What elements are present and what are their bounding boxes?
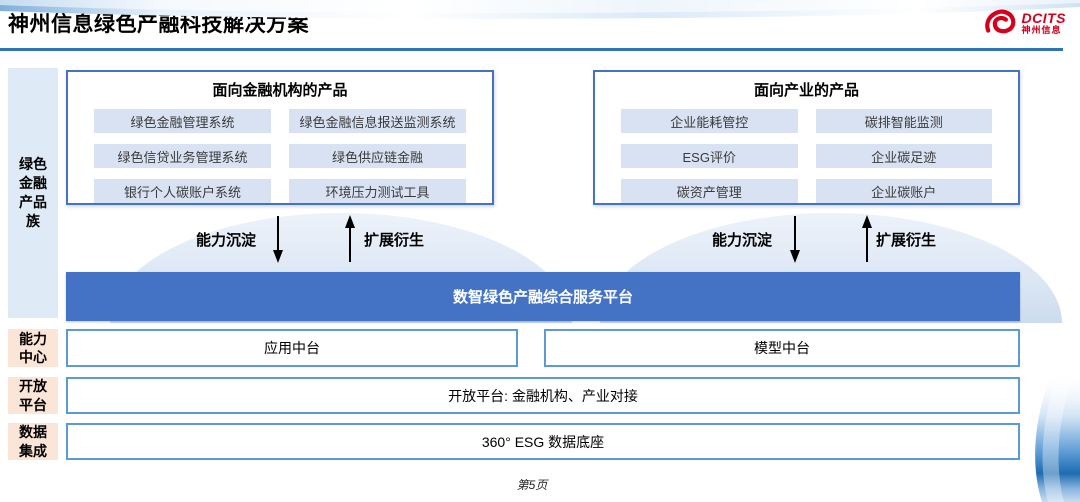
dcits-swirl-icon xyxy=(984,9,1015,34)
product-item: ESG评价 xyxy=(621,144,798,168)
product-item: 绿色信贷业务管理系统 xyxy=(94,144,271,168)
up-arrow-icon xyxy=(862,215,872,262)
down-arrow-icon xyxy=(273,216,283,263)
open-platform-box: 开放平台: 金融机构、产业对接 xyxy=(66,377,1020,414)
capability-center-label: 能力 中心 xyxy=(8,329,58,367)
product-item: 绿色金融管理系统 xyxy=(94,109,271,133)
product-item: 绿色金融信息报送监测系统 xyxy=(289,109,466,133)
product-item: 银行个人碳账户系统 xyxy=(94,179,271,203)
finance-product-grid: 绿色金融管理系统 绿色金融信息报送监测系统 绿色信贷业务管理系统 绿色供应链金融… xyxy=(68,100,492,203)
product-item: 绿色供应链金融 xyxy=(289,144,466,168)
capability-settle-label: 能力沉淀 xyxy=(196,232,257,249)
open-platform-label: 开放 平台 xyxy=(8,377,58,414)
product-family-strip: 绿色 金融 产品 族 xyxy=(8,68,58,318)
product-item: 企业能耗管控 xyxy=(621,109,798,133)
product-item: 碳资产管理 xyxy=(621,179,798,203)
model-middle-platform-box: 模型中台 xyxy=(544,329,1020,367)
product-item: 企业碳账户 xyxy=(815,179,992,203)
app-middle-platform-box: 应用中台 xyxy=(66,329,518,367)
capability-settle-label: 能力沉淀 xyxy=(712,232,773,249)
dcits-logo: DCITS 神州信息 xyxy=(983,7,1067,39)
expansion-derive-label: 扩展衍生 xyxy=(876,232,937,249)
logo-brand-cn-text: 神州信息 xyxy=(1021,24,1062,35)
finance-panel-title: 面向金融机构的产品 xyxy=(212,82,348,99)
logo-text-block: DCITS 神州信息 xyxy=(1022,11,1067,35)
up-arrow-icon xyxy=(345,215,355,262)
header-swoosh-decoration xyxy=(0,0,1080,19)
industry-panel-title: 面向产业的产品 xyxy=(753,82,859,99)
finance-products-panel: 面向金融机构的产品 绿色金融管理系统 绿色金融信息报送监测系统 绿色信贷业务管理… xyxy=(66,70,494,205)
page-number: 第5页 xyxy=(516,478,548,492)
industry-products-panel: 面向产业的产品 企业能耗管控 碳排智能监测 ESG评价 企业碳足迹 碳资产管理 … xyxy=(593,70,1020,205)
esg-data-base-box: 360° ESG 数据底座 xyxy=(66,423,1020,460)
title-divider xyxy=(0,48,1063,51)
product-item: 碳排智能监测 xyxy=(815,109,992,133)
logo-brand-text: DCITS xyxy=(1021,9,1066,26)
industry-product-grid: 企业能耗管控 碳排智能监测 ESG评价 企业碳足迹 碳资产管理 企业碳账户 xyxy=(595,100,1018,203)
product-item: 企业碳足迹 xyxy=(815,144,992,168)
expansion-derive-label: 扩展衍生 xyxy=(364,232,425,249)
corner-swoosh-decoration xyxy=(1035,372,1080,502)
down-arrow-icon xyxy=(790,216,800,263)
product-item: 环境压力测试工具 xyxy=(289,179,466,203)
platform-banner: 数智绿色产融综合服务平台 xyxy=(66,272,1020,321)
page-title: 神州信息绿色产融科技解决方案 xyxy=(8,13,309,36)
data-integration-label: 数据 集成 xyxy=(8,423,58,460)
